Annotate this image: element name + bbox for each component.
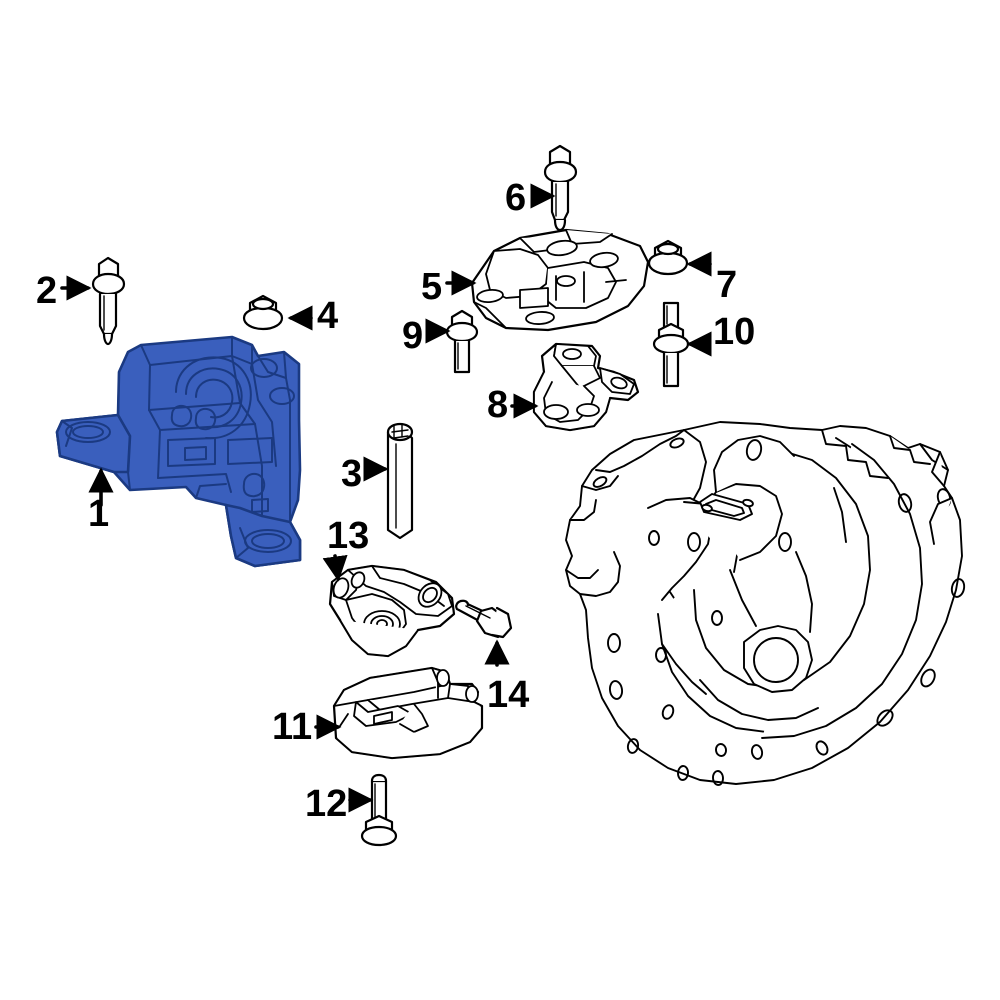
part-1-transmission-mount-bracket[interactable] bbox=[55, 335, 302, 568]
part-12-long-flange-bolt[interactable] bbox=[360, 773, 398, 847]
arrow-13 bbox=[322, 554, 348, 582]
part-13-torque-strut-rod[interactable] bbox=[328, 564, 456, 658]
callout-label-4[interactable]: 4 bbox=[317, 295, 339, 337]
callout-label-2[interactable]: 2 bbox=[36, 270, 58, 312]
callout-label-14[interactable]: 14 bbox=[487, 674, 530, 716]
part-6-hex-flange-bolt-upper[interactable] bbox=[543, 144, 578, 232]
part-5-mount-heat-shield-bracket[interactable] bbox=[470, 228, 650, 332]
callout-label-11[interactable]: 11 bbox=[272, 706, 313, 748]
part-11-lower-torque-strut-mount[interactable] bbox=[332, 666, 484, 760]
callout-label-3[interactable]: 3 bbox=[341, 453, 363, 495]
part-10-stud-bolt[interactable] bbox=[652, 301, 690, 388]
callout-label-6[interactable]: 6 bbox=[505, 177, 527, 219]
transmission-bell-housing[interactable] bbox=[565, 421, 966, 786]
callout-label-1[interactable]: 1 bbox=[88, 493, 110, 535]
part-14-hex-flange-bolt-strut[interactable] bbox=[455, 599, 513, 639]
part-8-engine-mount-support-bracket[interactable] bbox=[532, 342, 640, 432]
callout-label-7[interactable]: 7 bbox=[716, 264, 738, 306]
callout-label-9[interactable]: 9 bbox=[402, 315, 424, 357]
part-3-dowel-pin[interactable] bbox=[386, 422, 414, 540]
callout-label-12[interactable]: 12 bbox=[305, 783, 348, 825]
part-2-hex-flange-bolt[interactable] bbox=[91, 256, 126, 346]
callout-label-10[interactable]: 10 bbox=[713, 311, 756, 353]
part-9-hex-flange-bolt-short[interactable] bbox=[445, 309, 479, 374]
callout-label-8[interactable]: 8 bbox=[487, 384, 509, 426]
part-4-flange-nut[interactable] bbox=[242, 294, 284, 331]
callout-label-5[interactable]: 5 bbox=[421, 266, 443, 308]
part-7-flange-nut-upper[interactable] bbox=[647, 239, 689, 276]
callout-label-13[interactable]: 13 bbox=[327, 515, 370, 557]
